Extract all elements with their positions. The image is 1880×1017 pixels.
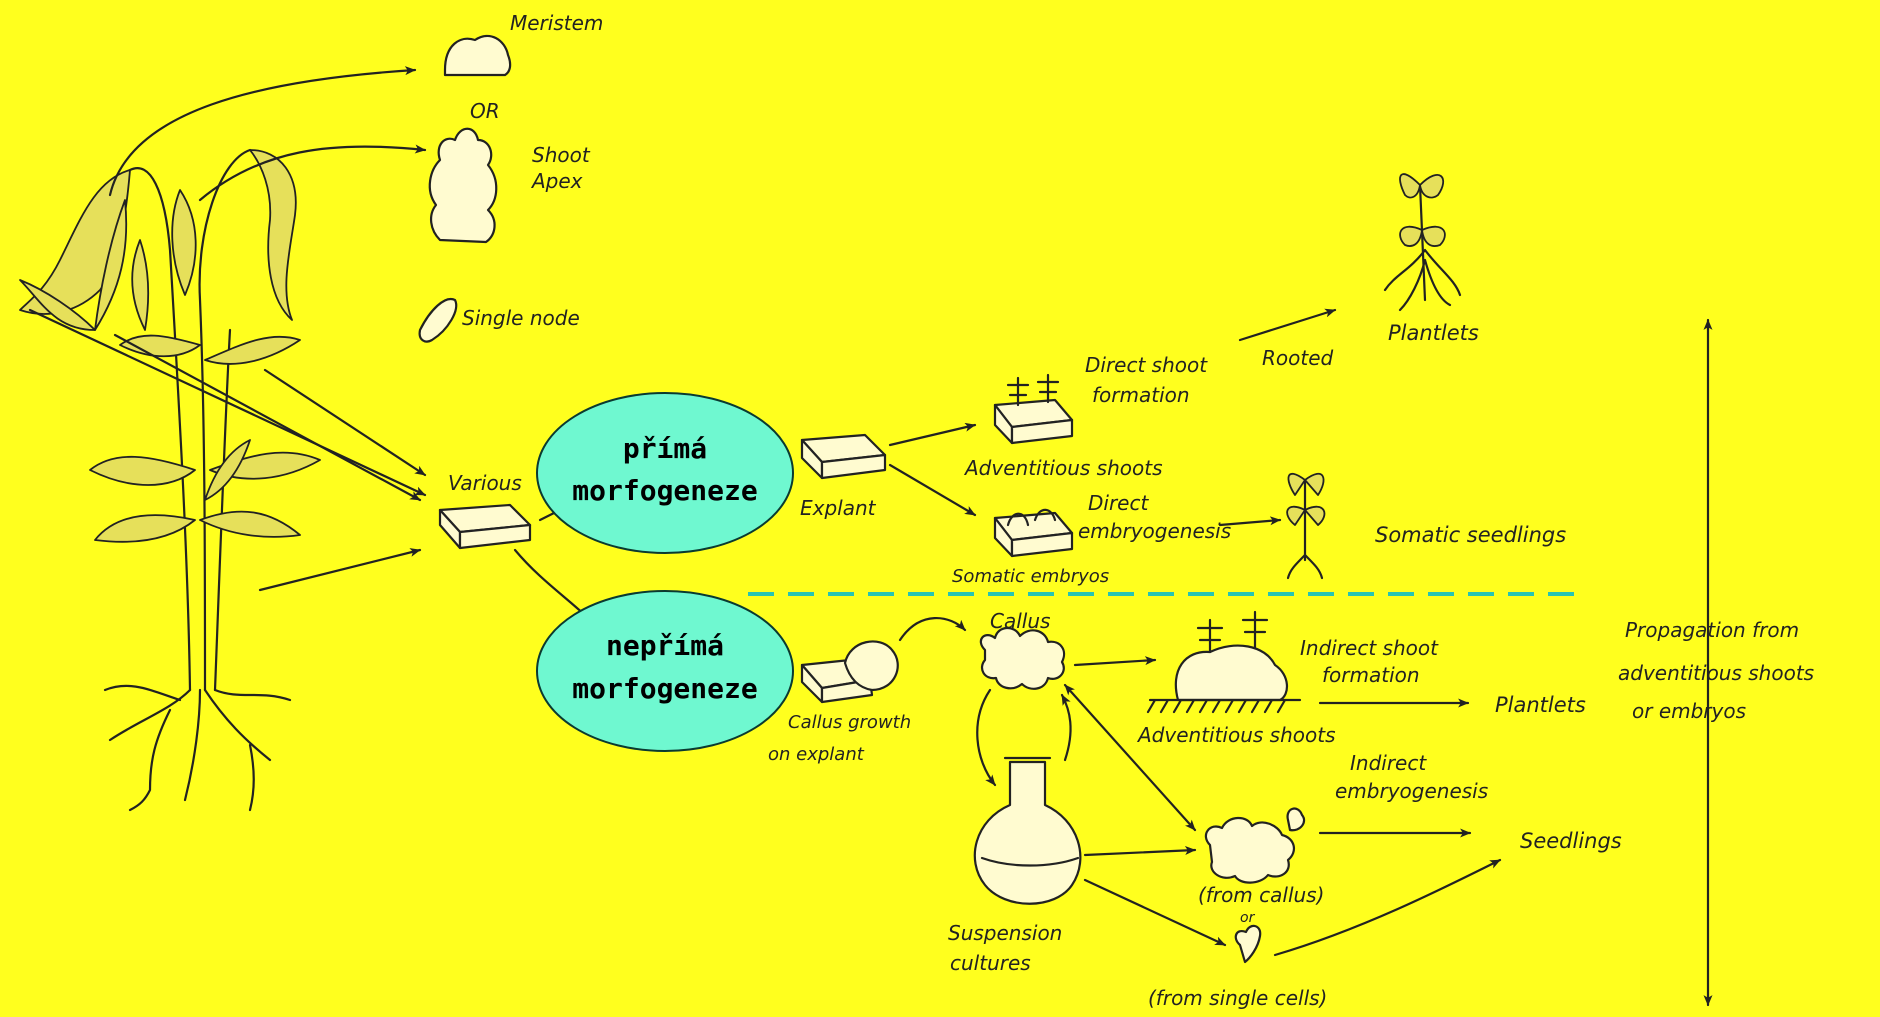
label-indirect-shoot: Indirect shoot [1300,636,1439,660]
label-various: Various [448,471,522,495]
label-cultures: cultures [950,951,1031,975]
label-rooted: Rooted [1262,346,1334,370]
label-seedlings: Seedlings [1520,829,1622,853]
label-propagation-3: or embryos [1632,699,1746,723]
arrows [28,66,1713,1007]
label-formation: formation [1092,383,1190,407]
meristem-icon [443,34,512,77]
label-explant: Explant [800,496,877,520]
label-adventitious-shoots-top: Adventitious shoots [963,456,1163,480]
label-direct-shoot: Direct shoot [1085,353,1208,377]
label-meristem: Meristem [510,11,603,35]
plant-drawing-icon [19,148,321,812]
label-shoot: Shoot [532,143,591,167]
single-node-icon [418,297,458,343]
labels: Meristem OR Shoot Apex Single node Vario… [448,11,1814,1010]
explant-block-icon [438,503,532,550]
label-from-callus: (from callus) [1198,883,1324,907]
label-adventitious-shoots-bottom: Adventitious shoots [1136,723,1336,747]
label-suspension: Suspension [948,921,1062,945]
label-formation-2: formation [1322,663,1420,687]
label-embryogenesis-2: embryogenesis [1335,779,1488,803]
label-embryogenesis: embryogenesis [1078,519,1231,543]
bubble-indirect-line1: nepřímá [606,629,724,662]
bubble-indirect-line2: morfogeneze [572,672,757,705]
bubble-direct-morphogenesis: přímá morfogeneze [536,392,794,554]
single-cell-embryo-icon [1234,924,1262,964]
bubble-direct-line1: přímá [623,432,707,465]
callus-explant-icon [800,640,899,704]
callus-icon [979,626,1066,690]
shoot-apex-icon [428,127,498,244]
label-or-small: or [1240,910,1256,926]
adventitious-shoots-icon [993,373,1074,445]
somatic-embryos-icon [993,508,1074,558]
label-or: OR [470,99,500,123]
label-propagation-2: adventitious shoots [1618,661,1814,685]
label-callus-growth: Callus growth [788,712,911,733]
label-apex: Apex [530,169,583,193]
label-somatic-seedlings: Somatic seedlings [1375,523,1566,547]
label-on-explant: on explant [768,744,865,765]
explant-block-icon-2 [800,433,887,480]
label-from-single-cells: (from single cells) [1148,986,1327,1010]
bubble-direct-line2: morfogeneze [572,474,757,507]
label-callus: Callus [990,609,1050,633]
embryogenic-callus-icon [1204,807,1306,884]
label-plantlets-top: Plantlets [1388,321,1479,345]
label-direct: Direct [1088,491,1149,515]
label-propagation-1: Propagation from [1625,618,1799,642]
somatic-seedling-icon [1286,473,1326,580]
label-indirect: Indirect [1350,751,1427,775]
indirect-shoot-icon [1146,610,1302,714]
seedling-icon [1383,173,1462,312]
label-somatic-embryos: Somatic embryos [952,566,1109,587]
label-single-node: Single node [462,306,580,330]
bubble-indirect-morphogenesis: nepřímá morfogeneze [536,590,794,752]
label-plantlets-mid: Plantlets [1495,693,1586,717]
